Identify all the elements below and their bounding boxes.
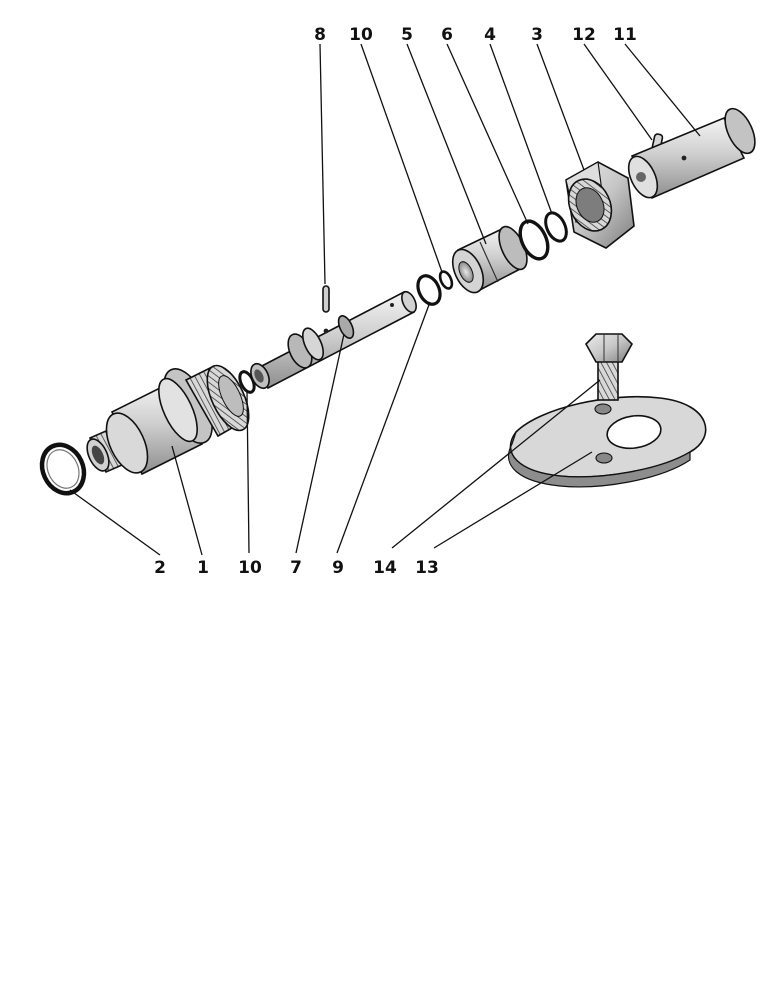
leader-6 (446, 43, 529, 225)
leader-13 (433, 451, 593, 549)
leader-10-bottom (246, 391, 250, 554)
leader-10-top (360, 43, 443, 273)
callout-8: 8 (314, 25, 326, 45)
o-ring-part-9 (416, 274, 442, 306)
leader-1 (171, 445, 203, 556)
callout-11: 11 (613, 25, 637, 45)
callout-5: 5 (401, 25, 413, 45)
leader-12 (583, 43, 653, 141)
o-ring-part-6 (518, 219, 550, 261)
leader-2 (69, 489, 161, 556)
valve-body-part-1 (86, 364, 250, 476)
callout-14: 14 (373, 558, 397, 578)
leader-4 (489, 43, 553, 215)
plunger-part-11 (627, 107, 756, 200)
flange-plate-part-13 (507, 395, 707, 488)
leader-11 (624, 43, 701, 137)
spindle-part-7 (250, 290, 417, 390)
union-nut-part-3 (565, 161, 635, 249)
callout-4: 4 (484, 25, 496, 45)
callout-2: 2 (154, 558, 166, 578)
leader-5 (406, 43, 487, 245)
leader-lines (69, 43, 701, 556)
callouts-top-row: 8 10 5 6 4 3 12 11 (314, 25, 637, 45)
leader-9 (336, 301, 431, 554)
callout-1: 1 (197, 558, 209, 578)
o-ring-part-4 (544, 211, 568, 243)
o-ring-large-part-2 (39, 442, 87, 496)
callout-10-bottom: 10 (238, 558, 262, 578)
callout-10-top: 10 (349, 25, 373, 45)
callout-12: 12 (572, 25, 596, 45)
callouts-bottom-row: 2 1 10 7 9 14 13 (154, 558, 439, 578)
leader-7 (295, 333, 345, 554)
callout-9: 9 (332, 558, 344, 578)
split-pin-part-8 (322, 285, 330, 313)
callout-6: 6 (441, 25, 453, 45)
callout-3: 3 (531, 25, 543, 45)
sleeve-part-5 (451, 225, 528, 294)
bolt-part-14 (585, 333, 633, 401)
leader-8 (319, 43, 326, 285)
leader-14 (391, 379, 601, 549)
leader-3 (536, 43, 585, 171)
callout-7: 7 (290, 558, 302, 578)
callout-13: 13 (415, 558, 439, 578)
